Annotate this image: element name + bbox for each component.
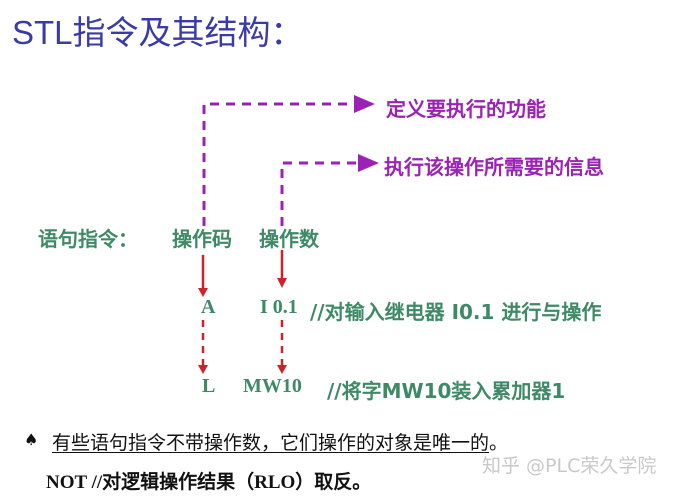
note-1: 有些语句指令不带操作数，它们操作的对象是唯一的。 xyxy=(52,428,508,455)
opcode-annotation-arrow xyxy=(202,95,375,226)
opcode-description: 定义要执行的功能 xyxy=(386,97,546,121)
opcode-solid-arrow xyxy=(198,255,208,297)
watermark: 知乎 @PLC荣久学院 xyxy=(482,455,657,477)
spade-bullet-icon: ♠ xyxy=(24,430,39,449)
statement-label: 语句指令： xyxy=(38,227,138,251)
operand-annotation-arrow xyxy=(280,154,379,226)
example-1-comment: //对输入继电器 I0.1 进行与操作 xyxy=(310,300,602,324)
operand-solid-arrow xyxy=(277,250,287,288)
operand-dashed-arrow xyxy=(277,320,287,374)
operand-label: 操作数 xyxy=(259,227,319,251)
example-1-opcode: A xyxy=(201,296,216,318)
note-1-text: 有些语句指令不带操作数，它们操作的对象是唯一的 xyxy=(52,432,490,454)
opcode-label: 操作码 xyxy=(172,227,232,251)
example-2-operand: MW10 xyxy=(243,375,302,397)
operand-description: 执行该操作所需要的信息 xyxy=(384,155,604,179)
example-1-operand: I 0.1 xyxy=(260,296,298,318)
example-2-comment: //将字MW10装入累加器1 xyxy=(327,379,566,403)
note-2: NOT //对逻辑操作结果（RLO）取反。 xyxy=(46,472,372,493)
page-title: STL指令及其结构： xyxy=(12,14,304,51)
opcode-dashed-arrow xyxy=(198,320,208,374)
example-2-opcode: L xyxy=(202,375,216,397)
note-1-period: 。 xyxy=(489,432,509,454)
